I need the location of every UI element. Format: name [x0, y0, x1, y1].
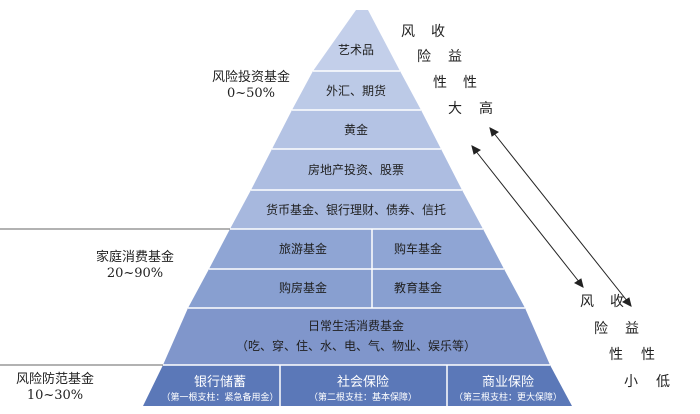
level-art-band — [313, 10, 400, 71]
tier-family-title: 家庭消费基金 — [96, 250, 175, 265]
tier-family-range: 20~90% — [106, 266, 164, 281]
base-band — [143, 365, 572, 406]
high-risk-char-3: 性 — [433, 75, 447, 91]
tier-protect-title: 风险防范基金 — [16, 372, 95, 387]
low-risk-char-4: 小 — [624, 374, 638, 390]
tier-risk-range: 0~50% — [226, 86, 276, 101]
tier-family-label: 家庭消费基金 20~90% — [96, 250, 174, 282]
low-risk-char-3: 性 — [609, 347, 623, 363]
level-gold-label: 黄金 — [344, 122, 368, 137]
level-realestate-band — [251, 149, 462, 190]
low-risk-char-2: 险 — [594, 321, 608, 337]
level-daily-band — [163, 308, 550, 365]
tier-risk-label: 风险投资基金 0~50% — [212, 70, 290, 102]
level-realestate-label: 房地产投资、股票 — [308, 162, 404, 177]
level-gold-band — [272, 110, 441, 149]
high-return-char-1: 收 — [431, 24, 445, 40]
low-return-char-4: 低 — [656, 374, 670, 390]
high-return-char-4: 高 — [479, 101, 493, 117]
low-return-char-3: 性 — [641, 347, 655, 363]
low-risk-char-1: 风 — [580, 294, 594, 310]
level-forex-band — [292, 71, 421, 110]
base-commercial-title: 商业保险 — [482, 375, 534, 390]
level-money-label: 货币基金、银行理财、债券、信托 — [266, 202, 446, 217]
base-commercial-sub: （第三根支柱：更大保障） — [454, 391, 562, 403]
base-social-sub: （第二根支柱：基本保障） — [309, 391, 417, 403]
high-risk-char-4: 大 — [448, 101, 462, 117]
high-risk-char-2: 险 — [417, 49, 431, 65]
level-daily-sub: （吃、穿、住、水、电、气、物业、娱乐等） — [236, 338, 476, 353]
level-travel-car-band — [209, 229, 504, 269]
risk-arrows — [471, 127, 632, 307]
level-car-label: 购车基金 — [394, 241, 442, 256]
high-return-char-2: 益 — [448, 49, 462, 65]
base-social-title: 社会保险 — [337, 374, 389, 390]
level-forex-label: 外汇、期货 — [326, 83, 386, 98]
level-house-label: 购房基金 — [279, 280, 327, 295]
tier-protect-range: 10~30% — [26, 388, 84, 403]
base-bank-sub: （第一根支柱：紧急备用金） — [161, 391, 278, 403]
low-return-char-2: 益 — [625, 321, 639, 337]
level-edu-label: 教育基金 — [394, 280, 442, 295]
level-money-band — [230, 190, 483, 229]
low-return-char-1: 收 — [610, 294, 624, 310]
high-return-char-3: 性 — [463, 75, 477, 91]
level-travel-label: 旅游基金 — [279, 241, 327, 256]
level-daily-title: 日常生活消费基金 — [308, 318, 404, 333]
tier-risk-title: 风险投资基金 — [212, 70, 291, 85]
tier-protect-label: 风险防范基金 10~30% — [16, 372, 94, 404]
level-house-edu-band — [188, 269, 525, 308]
level-art-label: 艺术品 — [338, 43, 374, 57]
base-bank-title: 银行储蓄 — [194, 375, 246, 390]
high-risk-char-1: 风 — [401, 24, 415, 40]
